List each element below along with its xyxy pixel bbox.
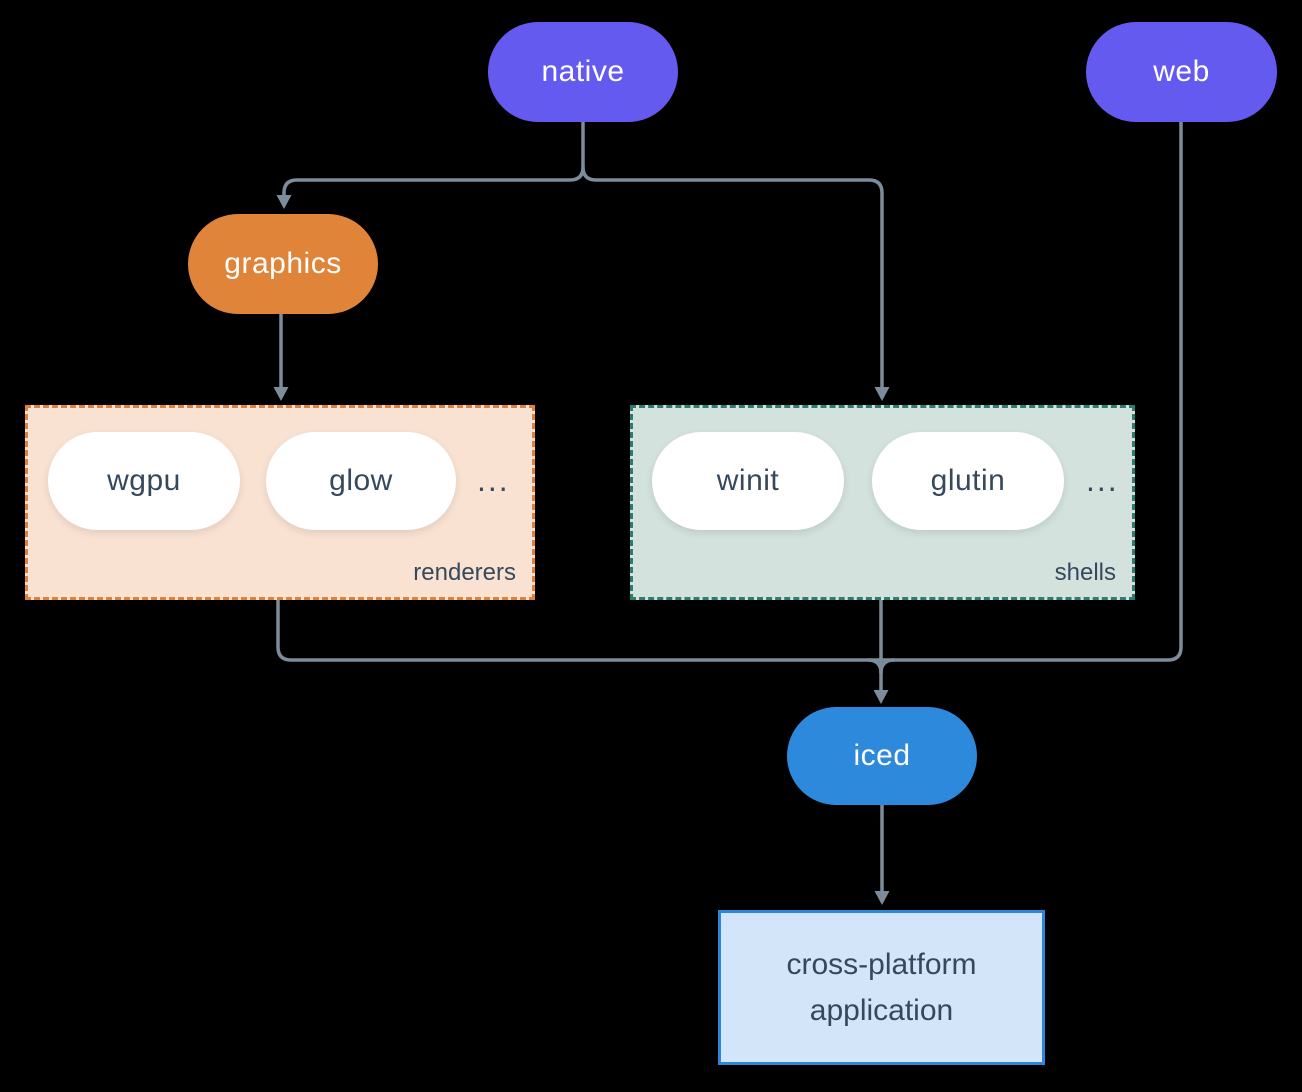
edge-renderers-bus xyxy=(276,600,292,662)
arrowhead-graphics xyxy=(276,195,292,209)
node-glow: glow xyxy=(266,432,456,530)
node-graphics-label: graphics xyxy=(224,247,342,280)
arrowhead-renderers xyxy=(273,387,289,401)
node-glutin-label: glutin xyxy=(930,464,1006,497)
node-application-label: cross-platform application xyxy=(786,947,977,1027)
edge-bus-merge-left xyxy=(867,658,883,674)
edge-native-fork-left xyxy=(282,166,585,196)
node-native: native xyxy=(488,22,678,122)
node-web: web xyxy=(1086,22,1277,122)
node-glutin: glutin xyxy=(872,432,1064,530)
edge-web-bus xyxy=(1167,122,1183,662)
node-native-label: native xyxy=(541,55,625,88)
shells-ellipsis: ... xyxy=(1086,462,1119,498)
node-winit: winit xyxy=(652,432,844,530)
node-wgpu: wgpu xyxy=(48,432,240,530)
edge-bus-merge-right xyxy=(879,658,895,674)
node-graphics: graphics xyxy=(188,214,378,314)
node-web-label: web xyxy=(1153,55,1210,88)
arrowhead-shells xyxy=(874,387,890,401)
node-application: cross-platform application xyxy=(718,910,1045,1065)
node-iced: iced xyxy=(787,707,977,805)
arrowhead-iced xyxy=(873,690,889,704)
node-glow-label: glow xyxy=(329,464,393,497)
arrowhead-app xyxy=(874,891,890,905)
node-wgpu-label: wgpu xyxy=(107,464,181,497)
node-iced-label: iced xyxy=(853,739,911,772)
group-shells-label: shells xyxy=(1054,559,1116,586)
node-winit-label: winit xyxy=(716,464,780,497)
group-renderers-label: renderers xyxy=(413,559,516,586)
renderers-ellipsis: ... xyxy=(477,462,510,498)
edge-native-fork-right xyxy=(581,166,884,388)
